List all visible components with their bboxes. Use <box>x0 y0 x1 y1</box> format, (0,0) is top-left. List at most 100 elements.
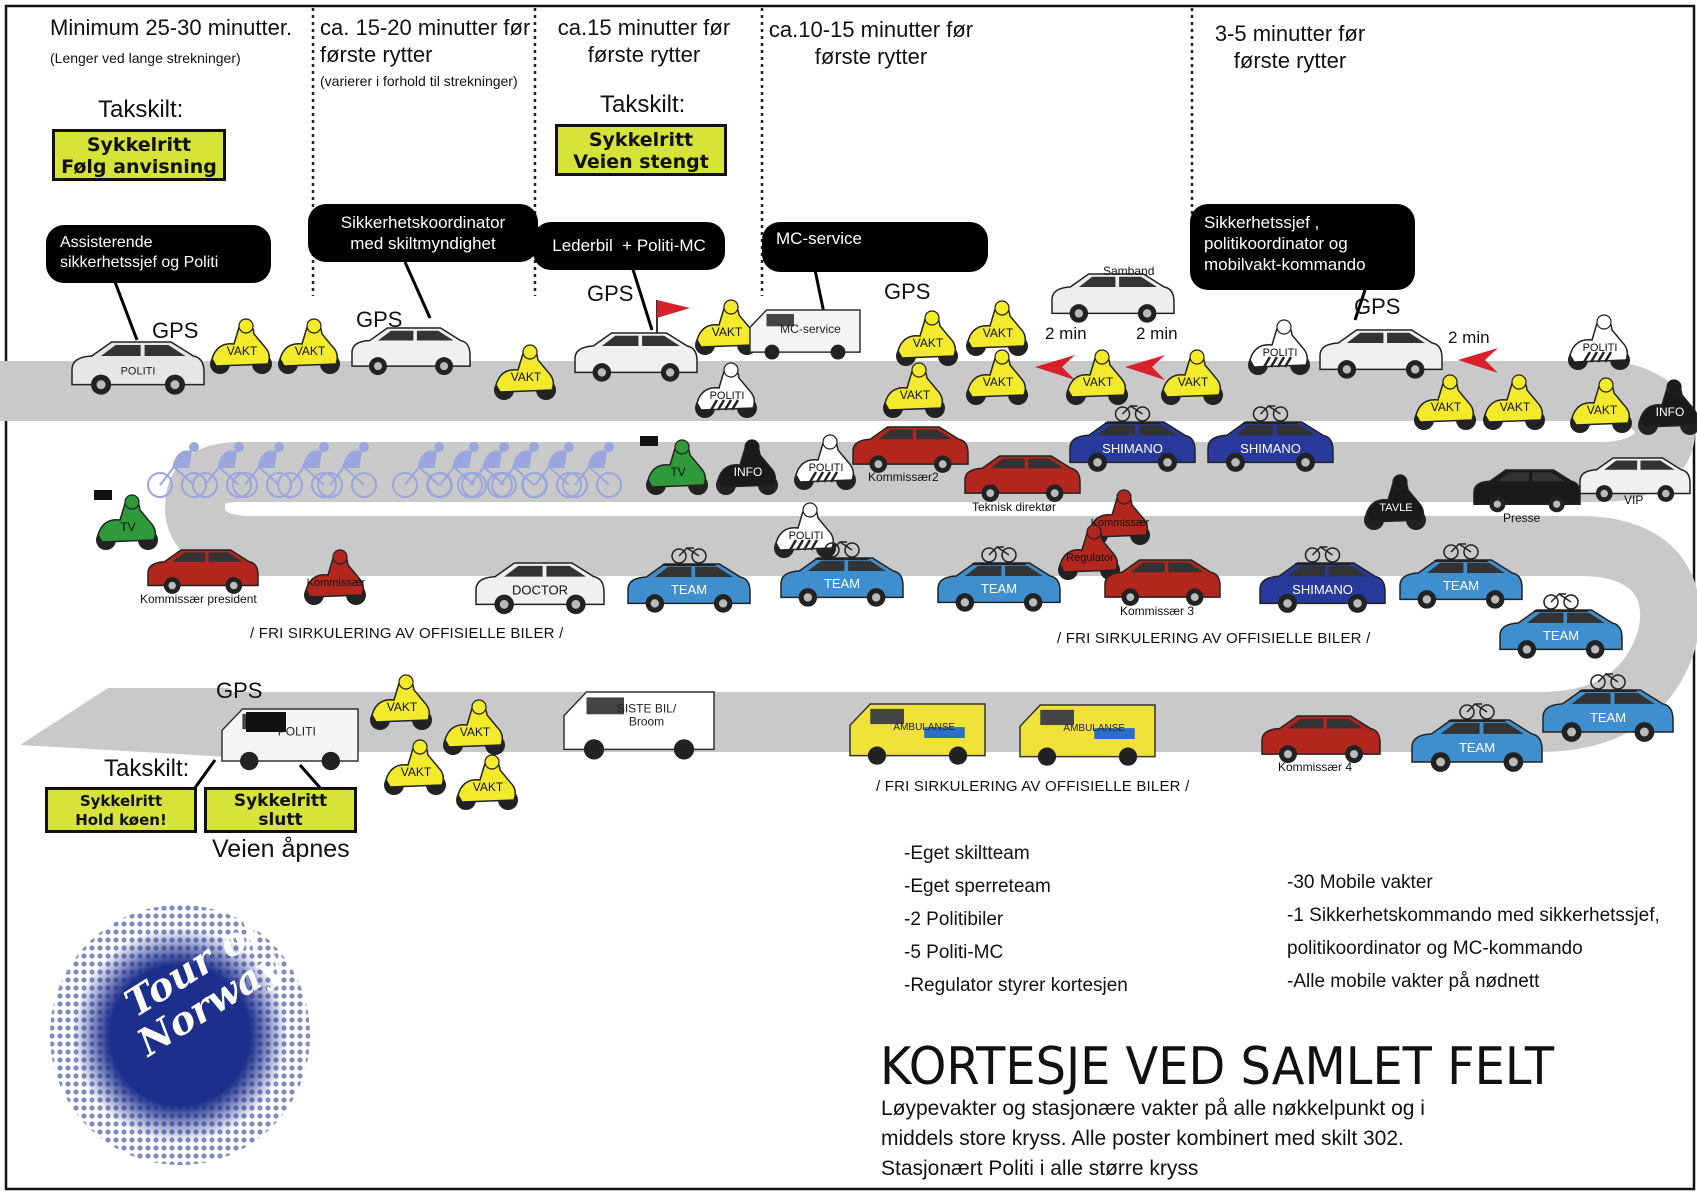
phase-heading: ca.10-15 minutter før første rytter <box>768 17 974 69</box>
guard-motorbike: VAKT <box>384 739 446 795</box>
svg-text:TV: TV <box>120 520 135 534</box>
svg-text:TEAM: TEAM <box>1590 710 1626 725</box>
svg-text:SHIMANO: SHIMANO <box>1102 441 1163 456</box>
description-line: Løypevakter og stasjonære vakter på alle… <box>881 1097 1425 1120</box>
list-item: -Regulator styrer kortesjen <box>904 975 1128 996</box>
mc-service-van: MC-service <box>749 309 861 360</box>
shimano-car: SHIMANO <box>1259 546 1386 613</box>
svg-text:VAKT: VAKT <box>913 336 944 350</box>
svg-text:VAKT: VAKT <box>511 370 542 384</box>
svg-text:Regulator: Regulator <box>1066 552 1114 564</box>
doctor-car: DOCTOR <box>475 562 605 615</box>
police-motorbike: POLITI <box>1248 319 1310 375</box>
svg-text:INFO: INFO <box>1656 405 1685 419</box>
guard-motorbike: VAKT <box>1570 377 1632 433</box>
technical-director-car <box>964 455 1081 502</box>
police-motorbike: POLITI <box>794 434 856 490</box>
team-car: TEAM <box>1399 543 1523 609</box>
guard-motorbike: VAKT <box>1414 374 1476 430</box>
svg-text:AMBULANSE: AMBULANSE <box>1063 723 1125 734</box>
list-item: -1 Sikkerhetskommando med sikkerhetssjef… <box>1287 905 1660 926</box>
svg-text:VAKT: VAKT <box>460 725 491 739</box>
svg-text:TEAM: TEAM <box>824 576 860 591</box>
rider <box>522 442 582 498</box>
guard-motorbike: VAKT <box>494 344 556 400</box>
rider <box>317 442 377 498</box>
svg-text:POLITI: POLITI <box>121 366 156 378</box>
gps-label: GPS <box>216 678 263 703</box>
phase-heading: ca. 15-20 minutter før første rytter <box>320 15 531 67</box>
vehicle-caption: Kommissær2 <box>868 470 939 484</box>
list-item: -Eget sperreteam <box>904 876 1051 897</box>
guard-motorbike: VAKT <box>210 318 272 374</box>
svg-text:VAKT: VAKT <box>900 388 931 402</box>
samband-car <box>1051 273 1175 323</box>
roof-sign-label: Takskilt: <box>104 755 190 782</box>
svg-text:TEAM: TEAM <box>1543 628 1579 643</box>
list-item: -5 Politi-MC <box>904 942 1004 963</box>
gap-label: 2 min <box>1045 324 1087 343</box>
guard-motorbike: VAKT <box>443 699 505 755</box>
red-flag-icon <box>656 300 690 333</box>
ambulance: AMBULANSE <box>849 703 986 765</box>
svg-text:VAKT: VAKT <box>983 375 1014 389</box>
team-car: TEAM <box>780 541 904 607</box>
roof-sign-label: Takskilt: <box>600 91 686 118</box>
vehicle-caption: Teknisk direktør <box>972 500 1057 514</box>
sign-pointer <box>190 759 217 793</box>
gap-chevron <box>1035 348 1498 380</box>
vehicle-caption: Presse <box>1503 511 1541 525</box>
bubble-pointer <box>628 259 654 331</box>
phase-note: (varierer i forhold til strekninger) <box>320 73 518 89</box>
svg-text:TEAM: TEAM <box>1459 740 1495 755</box>
svg-text:SHIMANO: SHIMANO <box>1292 582 1353 597</box>
svg-text:SHIMANO: SHIMANO <box>1240 441 1301 456</box>
shimano-car: SHIMANO <box>1207 405 1334 472</box>
vehicle-caption: Kommissær president <box>140 592 257 606</box>
svg-text:SISTE BIL/: SISTE BIL/ <box>617 701 677 715</box>
gap-label: 2 min <box>1448 328 1490 347</box>
camera-icon <box>640 436 658 446</box>
bubble-pointer <box>1353 289 1367 321</box>
commissaire-2-car <box>852 426 969 473</box>
team-car: TEAM <box>937 546 1061 612</box>
svg-text:VAKT: VAKT <box>1083 375 1114 389</box>
description: Løypevakter og stasjonære vakter på alle… <box>881 1094 1425 1184</box>
leader-car <box>574 332 698 382</box>
ambulance: AMBULANSE <box>1019 704 1156 766</box>
svg-text:Kommissær: Kommissær <box>307 577 366 589</box>
rider <box>192 442 252 498</box>
list-item: politikoordinator og MC-kommando <box>1287 938 1583 959</box>
police-van: POLITI <box>221 708 359 771</box>
svg-text:VAKT: VAKT <box>227 344 258 358</box>
security-chief-car <box>1319 329 1443 379</box>
svg-text:TEAM: TEAM <box>671 582 707 597</box>
police-motorbike: POLITI <box>1568 314 1630 370</box>
vehicle-caption: Samband <box>1103 264 1155 278</box>
role-bubble: Assisterende sikkerhetssjef og Politi <box>46 225 271 283</box>
team-car: TEAM <box>1411 703 1543 772</box>
commissaire-4-car <box>1261 715 1381 764</box>
main-title: KORTESJE VED SAMLET FELT <box>880 1037 1555 1097</box>
broom-wagon: SISTE BIL/Broom <box>563 691 715 760</box>
svg-text:VAKT: VAKT <box>1500 400 1531 414</box>
tv-motorbike: TV <box>646 439 708 495</box>
role-bubble: MC-service <box>762 222 988 272</box>
svg-text:Broom: Broom <box>629 714 664 728</box>
guard-motorbike: VAKT <box>883 362 945 418</box>
phase-note: (Lenger ved lange strekninger) <box>50 50 241 66</box>
list-item: -30 Mobile vakter <box>1287 872 1433 893</box>
gps-label: GPS <box>1354 294 1401 319</box>
svg-text:DOCTOR: DOCTOR <box>512 583 568 598</box>
svg-text:VAKT: VAKT <box>983 326 1014 340</box>
roof-sign-label: Takskilt: <box>98 96 184 123</box>
guard-motorbike: VAKT <box>1161 349 1223 405</box>
svg-text:TV: TV <box>670 465 685 479</box>
guard-motorbike: VAKT <box>896 310 958 366</box>
shimano-car: SHIMANO <box>1069 405 1196 472</box>
svg-text:POLITI: POLITI <box>789 530 824 542</box>
phase-heading: Minimum 25-30 minutter. <box>50 15 293 40</box>
